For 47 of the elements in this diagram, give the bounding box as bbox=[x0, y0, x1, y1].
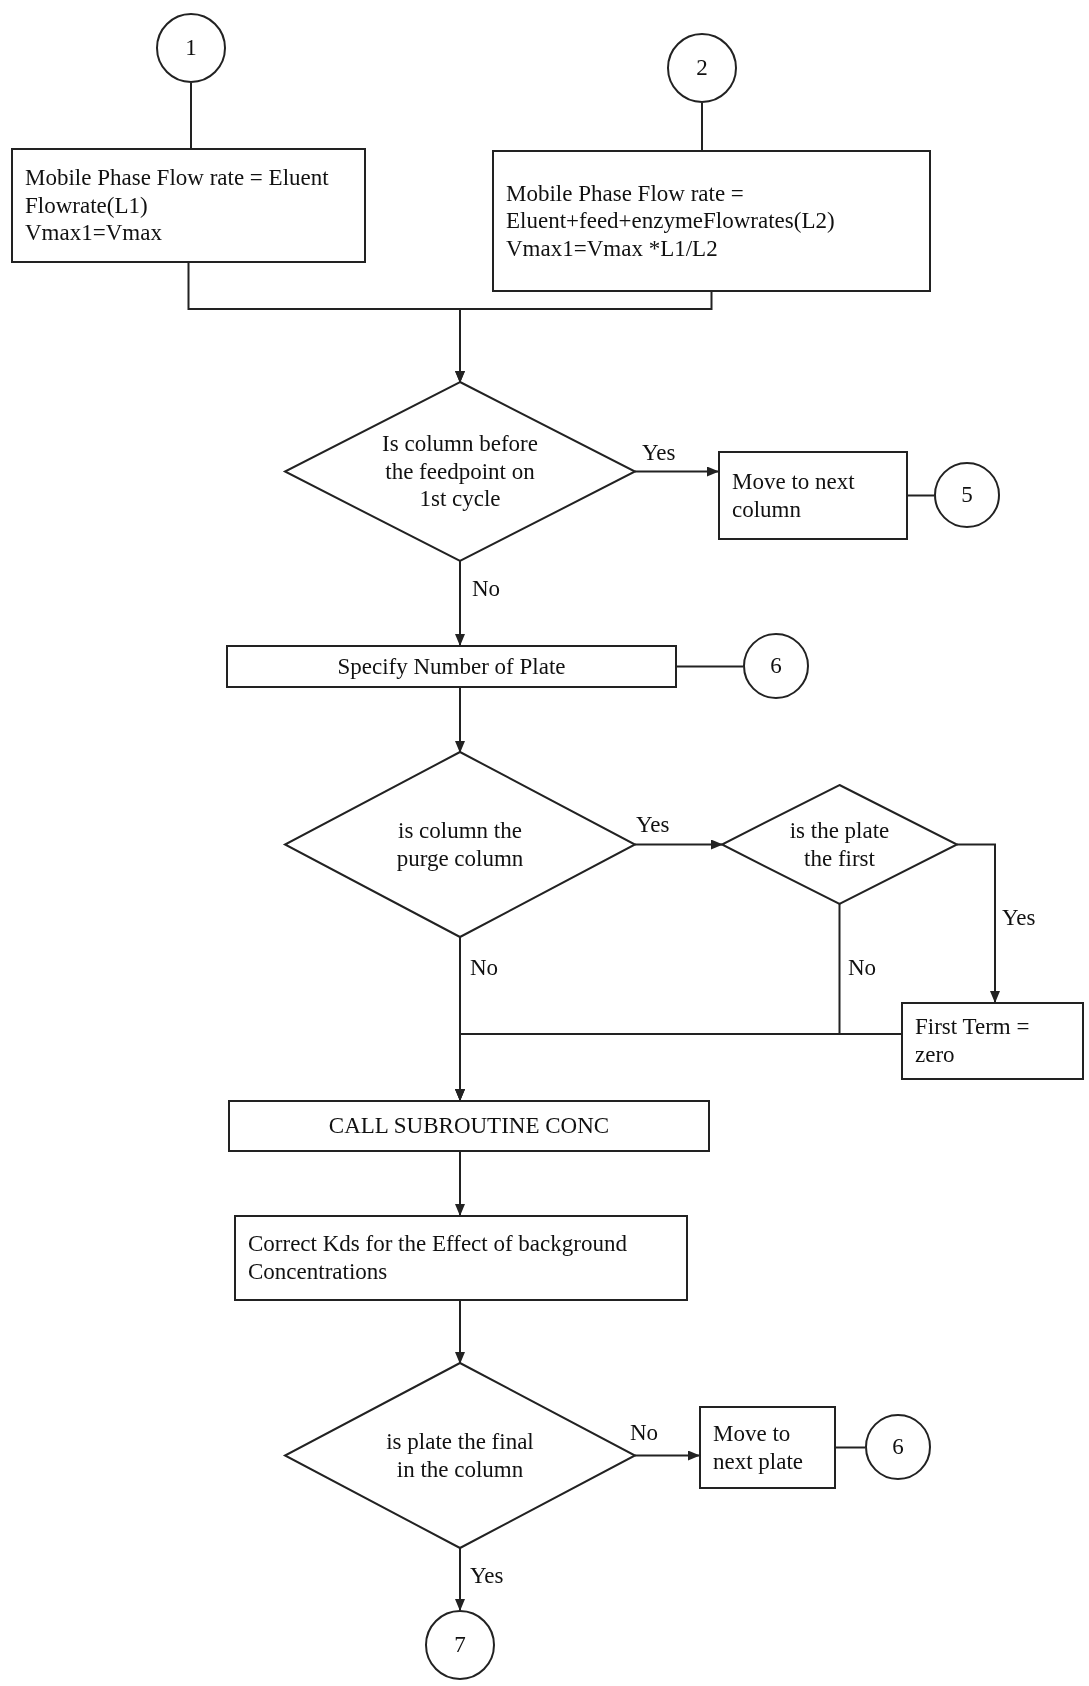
arrow bbox=[455, 291, 713, 383]
node-text: is plate the final in the column bbox=[385, 1427, 535, 1484]
connector-number: 7 bbox=[454, 1631, 466, 1659]
node-text: Move to next plate bbox=[713, 1419, 805, 1476]
connector-line bbox=[701, 102, 703, 151]
node-text: First Term = zero bbox=[915, 1013, 1031, 1069]
node-text: Correct Kds for the Effect of background Concentrations bbox=[248, 1230, 628, 1286]
node-text: is the plate the first bbox=[788, 816, 891, 873]
arrow bbox=[455, 1151, 465, 1216]
process-box bbox=[699, 1406, 836, 1489]
connector-number: 5 bbox=[961, 481, 973, 509]
process-box bbox=[718, 451, 908, 540]
node-text: Specify Number of Plate bbox=[336, 652, 567, 681]
node-text: Is column before the feedpoint on 1st cycle bbox=[381, 430, 539, 513]
process-box bbox=[492, 150, 931, 292]
connector-number: 6 bbox=[770, 652, 782, 680]
connector-line bbox=[835, 1446, 866, 1449]
arrow bbox=[455, 1547, 465, 1611]
process-box bbox=[901, 1002, 1084, 1080]
node-text: Move to next column bbox=[732, 467, 856, 524]
arrow bbox=[956, 843, 1000, 1003]
connector-line bbox=[676, 665, 744, 668]
arrow bbox=[634, 1450, 700, 1461]
decision-diamond bbox=[722, 785, 957, 904]
connector-line bbox=[907, 494, 935, 497]
node-text: is column the purge column bbox=[395, 816, 525, 873]
connector-number: 6 bbox=[892, 1433, 904, 1461]
node-text: Mobile Phase Flow rate = Eluent+feed+enzymeFlowrates(L2) bbox=[506, 179, 836, 235]
connector-number: 2 bbox=[696, 54, 708, 82]
node-text: Vmax1=Vmax bbox=[25, 219, 163, 247]
arrow bbox=[455, 1300, 465, 1364]
connector-number: 1 bbox=[185, 34, 197, 62]
process-box bbox=[234, 1215, 688, 1301]
node-text: Vmax1=Vmax *L1/L2 bbox=[506, 234, 719, 263]
node-text: Mobile Phase Flow rate = Eluent Flowrate(L1) bbox=[25, 164, 330, 220]
arrow bbox=[634, 466, 719, 477]
arrow bbox=[634, 839, 723, 850]
decision-diamond bbox=[285, 752, 635, 937]
node-text: CALL SUBROUTINE CONC bbox=[327, 1112, 611, 1140]
process-box bbox=[226, 645, 677, 688]
arrow bbox=[455, 560, 465, 646]
decision-diamond bbox=[285, 382, 635, 561]
arrow bbox=[455, 687, 465, 753]
process-box bbox=[228, 1100, 710, 1152]
connector-line bbox=[190, 82, 192, 149]
process-box bbox=[11, 148, 366, 263]
arrow bbox=[455, 936, 465, 1101]
